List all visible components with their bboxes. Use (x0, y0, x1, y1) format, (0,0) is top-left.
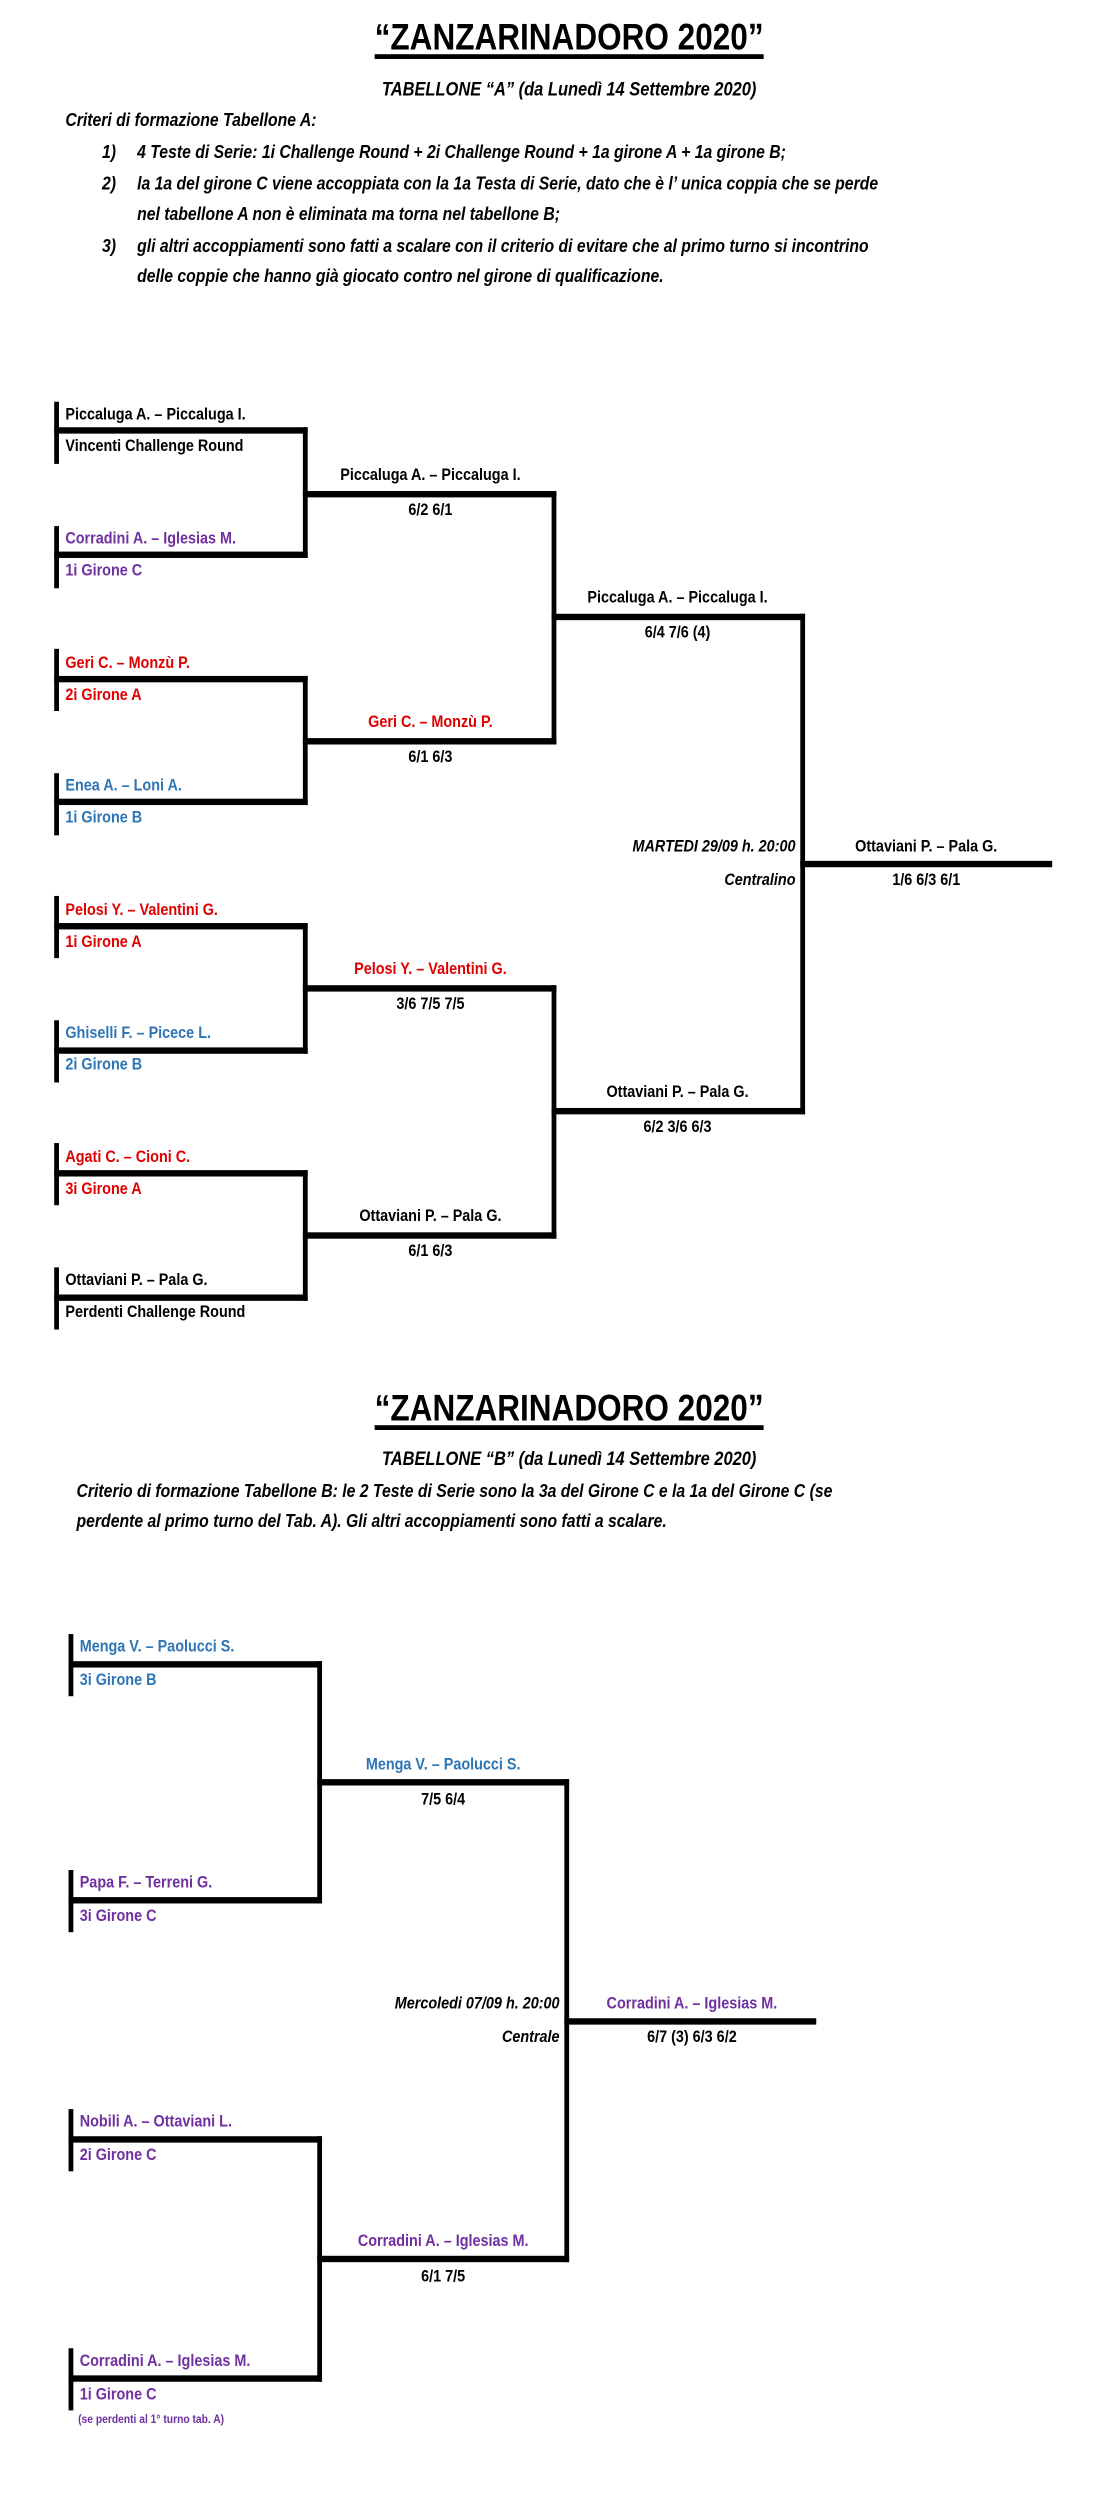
final-score: 1/6 6/3 6/1 (892, 870, 961, 890)
round2-winner: Geri C. – Monzù P. (368, 712, 493, 732)
entry-name: Menga V. – Paolucci S. (79, 1637, 235, 1657)
entry-label: 3i Girone B (79, 1670, 157, 1690)
entry-name: Ottaviani P. – Pala G. (65, 1270, 208, 1290)
entry-note: (se perdenti al 1° turno tab. A) (78, 2412, 225, 2427)
entry-name: Ghiselli F. – Picece L. (65, 1023, 211, 1043)
criterion-3-text: gli altri accoppiamenti sono fatti a sca… (137, 237, 869, 257)
entry-label: 2i Girone B (65, 1055, 143, 1075)
bracket-a-lines (54, 401, 1053, 1330)
entry-name: Nobili A. – Ottaviani L. (79, 2112, 232, 2132)
criterion-2-number: 2) (102, 175, 117, 195)
semi-score: 7/5 6/4 (421, 1790, 466, 1810)
entry-name: Piccaluga A. – Piccaluga I. (65, 404, 246, 425)
tab-a-subtitle: TABELLONE “A” (da Lunedì 14 Settembre 20… (381, 78, 757, 101)
semi-score: 6/2 3/6 6/3 (643, 1117, 712, 1137)
round2-winner: Pelosi Y. – Valentini G. (354, 959, 507, 979)
entry-label: 1i Girone C (65, 561, 143, 581)
semi-winner: Corradini A. – Iglesias M. (357, 2231, 529, 2252)
entry-label: 1i Girone A (65, 932, 142, 952)
criterion-1-number: 1) (102, 143, 117, 163)
criterion-2-text-cont: nel tabellone A non è eliminata ma torna… (137, 205, 560, 225)
entry-label: 1i Girone C (79, 2384, 157, 2405)
final-court: Centralino (724, 870, 796, 890)
round2-score: 6/2 6/1 (408, 500, 453, 520)
tab-b-criteria-cont: perdente al primo turno del Tab. A). Gli… (76, 1512, 667, 1533)
final-date: Mercoledi 07/09 h. 20:00 (394, 1994, 560, 2014)
entry-label: 1i Girone B (65, 808, 143, 828)
entry-label: 3i Girone A (65, 1179, 142, 1199)
entry-label: 2i Girone C (79, 2145, 157, 2165)
bracket-b-lines (68, 1634, 817, 2411)
final-date: MARTEDI 29/09 h. 20:00 (632, 836, 796, 857)
entry-name: Papa F. – Terreni G. (79, 1873, 213, 1893)
round2-score: 3/6 7/5 7/5 (396, 994, 465, 1014)
final-court: Centrale (501, 2027, 560, 2047)
final-score: 6/7 (3) 6/3 6/2 (647, 2027, 737, 2047)
entry-name: Corradini A. – Iglesias M. (65, 529, 237, 549)
entry-name: Enea A. – Loni A. (65, 776, 182, 796)
tab-b-criteria: Criterio di formazione Tabellone B: le 2… (76, 1482, 833, 1502)
criterion-3-text-cont: delle coppie che hanno già giocato contr… (137, 267, 664, 287)
entry-label: 2i Girone A (65, 685, 142, 705)
final-winner: Ottaviani P. – Pala G. (855, 836, 998, 857)
round2-winner: Piccaluga A. – Piccaluga I. (340, 465, 521, 485)
entry-name: Agati C. – Cioni C. (65, 1147, 191, 1167)
round2-winner: Ottaviani P. – Pala G. (359, 1206, 502, 1226)
round2-score: 6/1 6/3 (408, 747, 453, 767)
entry-label: Perdenti Challenge Round (65, 1302, 246, 1322)
semi-score: 6/4 7/6 (4) (644, 623, 711, 643)
entry-name: Pelosi Y. – Valentini G. (65, 900, 218, 920)
tab-a-criteria-heading: Criteri di formazione Tabellone A: (65, 111, 317, 131)
round2-score: 6/1 6/3 (408, 1241, 453, 1262)
entry-label: Vincenti Challenge Round (65, 436, 244, 456)
entry-label: 3i Girone C (79, 1906, 157, 1926)
semi-winner: Ottaviani P. – Pala G. (606, 1082, 749, 1102)
entry-name: Geri C. – Monzù P. (65, 653, 190, 673)
criterion-1-text: 4 Teste di Serie: 1i Challenge Round + 2… (137, 143, 786, 163)
criterion-2-text: la 1a del girone C viene accoppiata con … (137, 175, 879, 195)
final-winner: Corradini A. – Iglesias M. (606, 1994, 778, 2014)
tab-a-title: “ZANZARINADORO 2020” (374, 15, 764, 58)
semi-winner: Menga V. – Paolucci S. (365, 1755, 521, 1775)
entry-name: Corradini A. – Iglesias M. (79, 2351, 251, 2371)
criterion-3-number: 3) (102, 237, 117, 257)
tab-b-subtitle: TABELLONE “B” (da Lunedì 14 Settembre 20… (381, 1447, 757, 1470)
tab-b-title: “ZANZARINADORO 2020” (374, 1386, 764, 1429)
semi-winner: Piccaluga A. – Piccaluga I. (587, 588, 768, 608)
semi-score: 6/1 7/5 (421, 2266, 466, 2287)
